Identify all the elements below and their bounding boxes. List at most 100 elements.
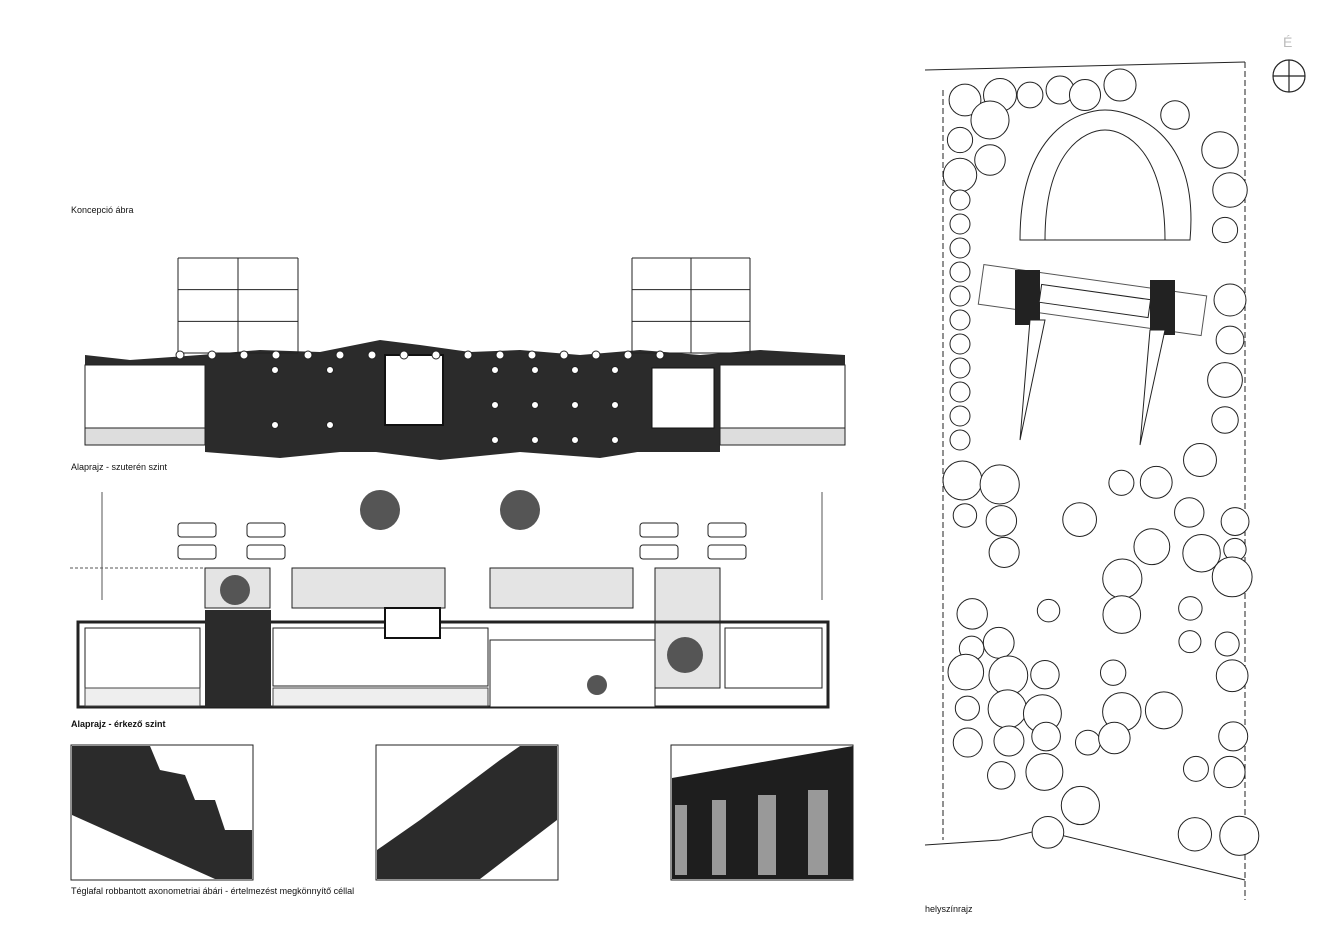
column-dot [531, 366, 539, 374]
tree-icon [1102, 595, 1142, 634]
column-dot [531, 436, 539, 444]
column-dot [611, 401, 619, 409]
tree-icon [949, 381, 971, 403]
tree-icon [1031, 815, 1065, 849]
tree-icon [1068, 78, 1102, 112]
tree-icon [946, 126, 974, 154]
label-site-plan: helyszínrajz [925, 904, 973, 914]
entry-level-plan [70, 490, 830, 709]
tree-icon [985, 505, 1018, 537]
tree-icon [1214, 631, 1240, 657]
tree-icon [948, 83, 982, 117]
tree-icon [1211, 556, 1253, 598]
car-icon [177, 544, 217, 560]
column-dot [527, 350, 537, 360]
tree-icon [1031, 721, 1061, 752]
tree-icon [1212, 172, 1248, 208]
concept-diagram [84, 257, 846, 460]
tree-icon [956, 598, 988, 630]
column-dot [463, 350, 473, 360]
tree-icon [1108, 469, 1135, 496]
column-dot [326, 366, 334, 374]
tree-icon [1215, 325, 1245, 355]
tree-icon [949, 429, 971, 451]
label-entry-plan: Alaprajz - érkező szint [71, 719, 166, 729]
column-dot [491, 366, 499, 374]
tree-icon [1182, 534, 1221, 573]
column-dot [655, 350, 665, 360]
tree-icon [993, 725, 1025, 757]
tree-icon [1213, 755, 1246, 789]
column-dot [559, 350, 569, 360]
column-dot [571, 366, 579, 374]
tree-icon [1211, 406, 1239, 434]
column-dot [175, 350, 185, 360]
column-dot [491, 436, 499, 444]
tree-icon [942, 157, 978, 193]
tree-icon [949, 213, 971, 235]
tree-icon [949, 333, 971, 355]
tree-icon [1062, 502, 1097, 537]
tree-icon [1182, 755, 1209, 782]
tree-icon [1207, 362, 1243, 398]
column-dot [207, 350, 217, 360]
column-dot [491, 401, 499, 409]
tree-icon [942, 460, 983, 501]
tree-icon [1178, 596, 1203, 621]
tree-icon [1133, 528, 1171, 566]
tree-icon [979, 464, 1020, 505]
label-axonometric: Téglafal robbantott axonometriai ábári -… [71, 886, 354, 896]
car-icon [707, 544, 747, 560]
car-icon [639, 544, 679, 560]
tree-icon [1160, 100, 1190, 130]
column-dot [591, 350, 601, 360]
tree-icon [1220, 507, 1250, 536]
car-icon [639, 522, 679, 538]
tree-icon [1102, 558, 1143, 599]
column-dot [271, 350, 281, 360]
column-dot [367, 350, 377, 360]
tree-icon [1103, 68, 1137, 102]
tree-icon [1036, 598, 1061, 623]
column-dot [531, 401, 539, 409]
tree-icon [947, 653, 985, 691]
tree-icon [952, 727, 983, 758]
column-dot [271, 366, 279, 374]
column-dot [495, 350, 505, 360]
column-dot [611, 436, 619, 444]
tree-icon [949, 357, 971, 379]
column-dot [399, 350, 409, 360]
tree-icon [1215, 659, 1249, 693]
car-icon [246, 544, 286, 560]
column-dot [335, 350, 345, 360]
column-dot [571, 436, 579, 444]
tree-icon [988, 655, 1029, 696]
tree-icon [1218, 721, 1249, 752]
tree-icon [1201, 131, 1239, 169]
tree-icon [1099, 659, 1127, 686]
tree-icon [949, 237, 971, 259]
car-icon [177, 522, 217, 538]
tree-icon [970, 100, 1010, 140]
label-concept: Koncepció ábra [71, 205, 134, 215]
tree-icon [1074, 729, 1101, 756]
tree-icon [1211, 216, 1239, 244]
tree-icon [1174, 497, 1205, 528]
column-dot [431, 350, 441, 360]
tree-icon [1025, 752, 1064, 791]
tree-icon [1177, 817, 1213, 852]
tree-icon [988, 536, 1020, 568]
tree-icon [952, 503, 978, 528]
car-icon [246, 522, 286, 538]
tree-icon [949, 309, 971, 331]
tree-icon [987, 761, 1016, 790]
tree-icon [1178, 630, 1202, 654]
column-dot [239, 350, 249, 360]
north-label: É [1283, 34, 1292, 50]
tree-icon [1060, 785, 1100, 826]
tree-icon [949, 261, 971, 283]
tree-icon [1183, 443, 1217, 477]
tree-icon [974, 144, 1006, 176]
column-dot [623, 350, 633, 360]
